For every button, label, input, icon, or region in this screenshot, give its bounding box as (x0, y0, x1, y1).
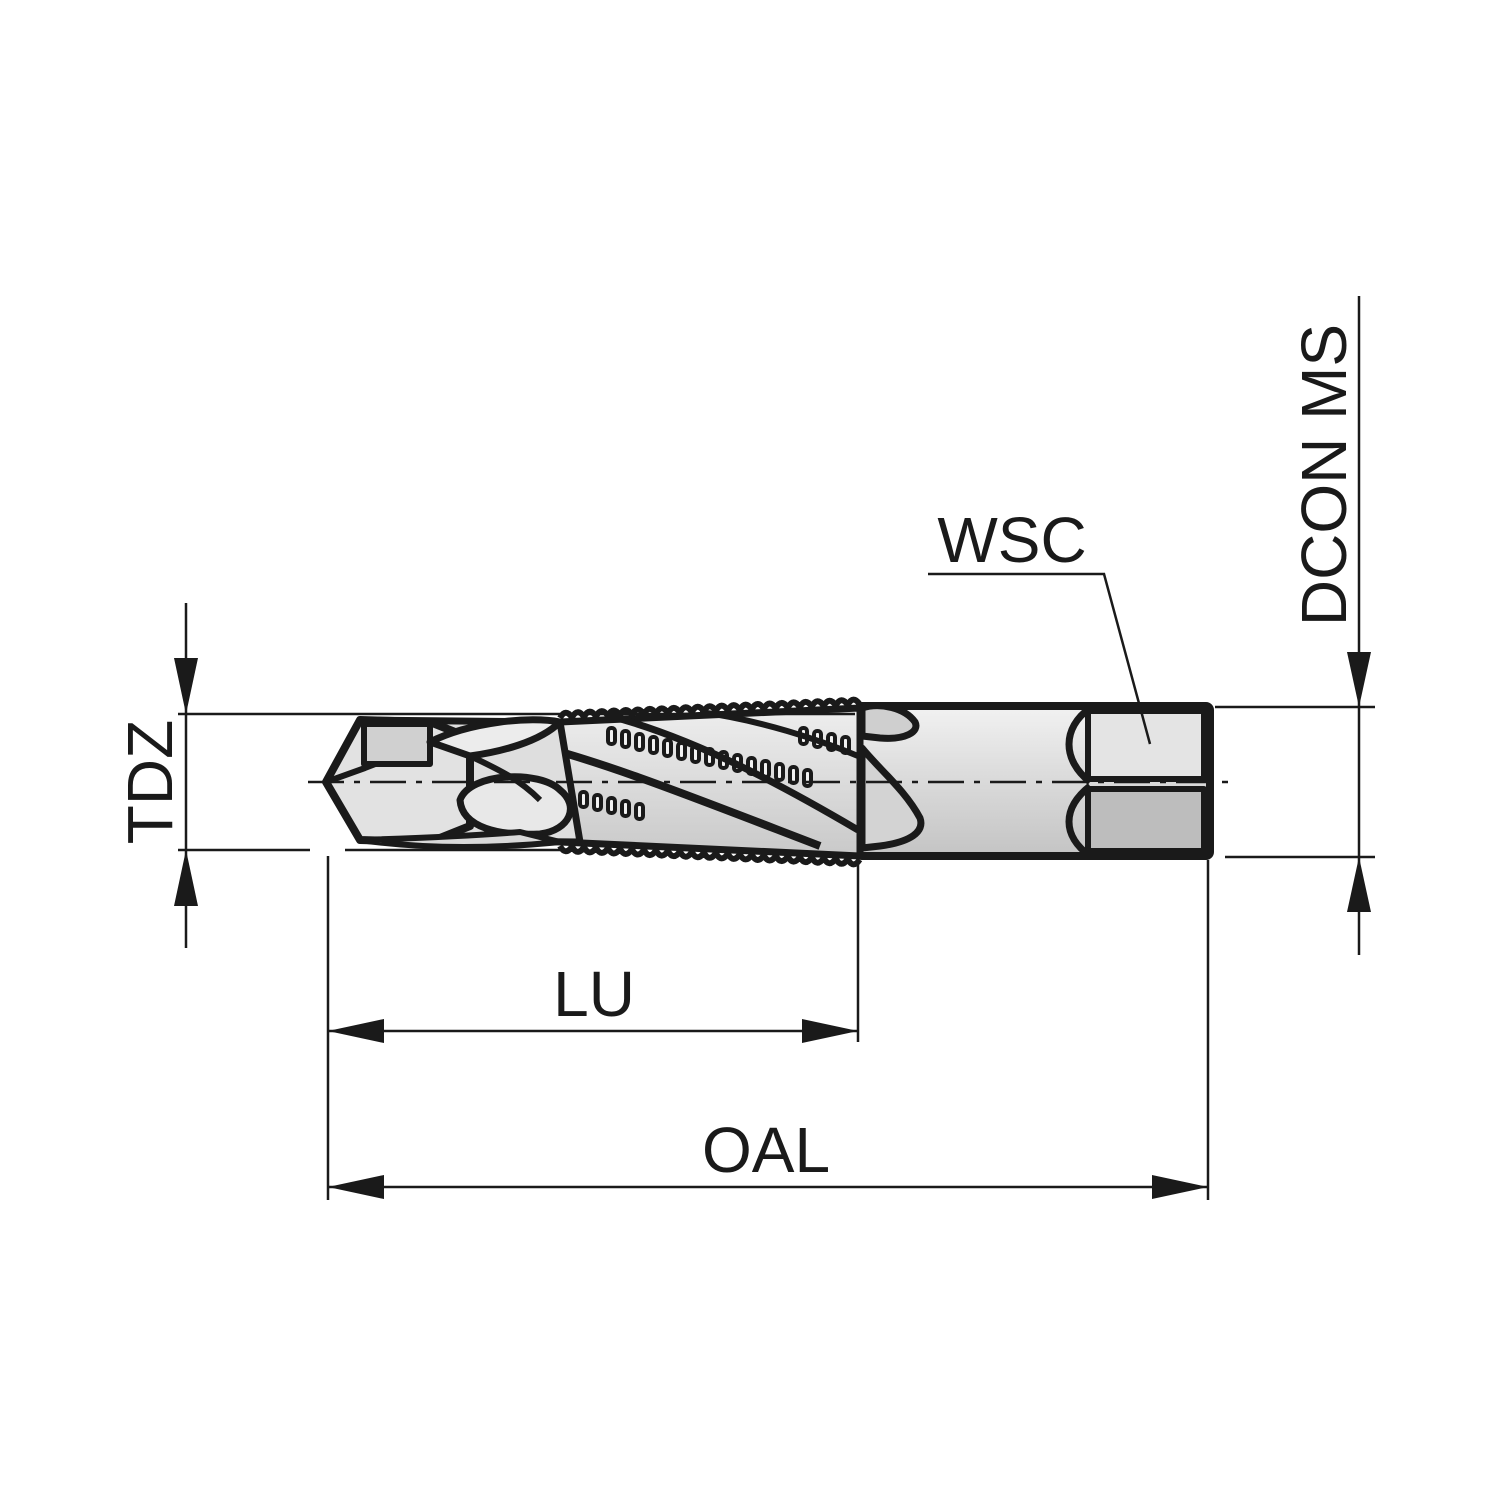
tdz-arrow-up (174, 850, 198, 906)
wsc-label: WSC (937, 504, 1086, 576)
dimensions (174, 296, 1375, 1200)
square-transition-curve-bottom (1065, 783, 1093, 859)
shank (854, 702, 1214, 860)
wrench-square-flat-bottom (1085, 786, 1207, 854)
tdz-arrow-down (174, 658, 198, 714)
drill-flute-lobe-mid (456, 773, 574, 838)
wrench-square-flat-top (1085, 708, 1207, 782)
flute-helix-2 (609, 712, 860, 834)
lu-label: LU (553, 958, 635, 1030)
flute-runout-top (858, 702, 920, 742)
flute-helix-3 (699, 709, 860, 759)
dcon-ms-label: DCON MS (1288, 324, 1360, 626)
tool-body (322, 696, 1214, 868)
drill-flute-line (468, 753, 543, 803)
thread-crests-bottom (557, 843, 863, 868)
square-transition-curve-top (1065, 705, 1093, 785)
dcon-arrow-up (1347, 857, 1371, 912)
flute-runout-bottom (858, 744, 925, 852)
oal-dimension (328, 860, 1210, 1200)
dcon-arrow-down (1347, 652, 1371, 707)
dcon-ms-dimension (1215, 296, 1375, 955)
drill-margin-facet (361, 721, 433, 767)
tdz-dimension (174, 603, 855, 948)
drill-section (322, 716, 584, 850)
lu-dimension (326, 856, 860, 1200)
lu-arrow-right (802, 1019, 858, 1043)
lu-arrow-left (328, 1019, 384, 1043)
tdz-label: TDZ (114, 720, 186, 844)
drill-flute-lobe-bottom (357, 829, 563, 850)
drill-flute-lobe-top (426, 716, 564, 760)
wsc-leader (928, 572, 1152, 745)
oal-arrow-right (1152, 1175, 1208, 1199)
oal-label: OAL (702, 1114, 830, 1186)
oal-arrow-left (328, 1175, 384, 1199)
